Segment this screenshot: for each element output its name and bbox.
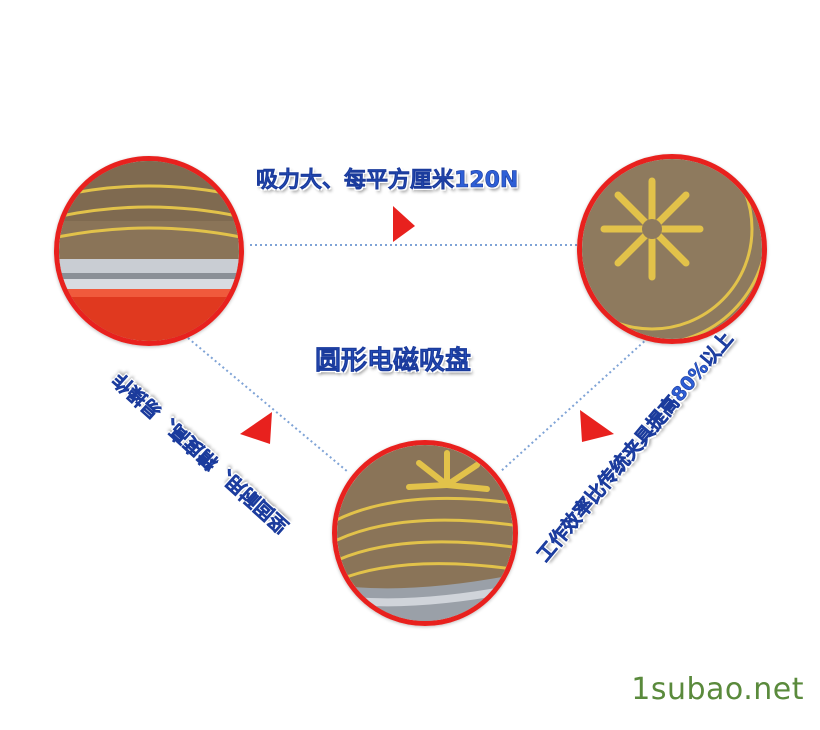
right-connector-line <box>499 337 649 473</box>
bottom-product-circle <box>332 440 518 626</box>
plate-edge-photo <box>59 161 239 341</box>
left-product-circle <box>54 156 244 346</box>
watermark: 1subao.net <box>631 672 804 707</box>
top-caption: 吸力大、每平方厘米120N <box>256 168 519 194</box>
plate-angle-photo <box>337 445 513 621</box>
plate-top-photo <box>582 159 762 339</box>
left-arrow-icon <box>240 412 272 444</box>
top-arrow-icon <box>393 206 415 242</box>
center-title: 圆形电磁吸盘 <box>315 346 472 377</box>
right-arrow-icon <box>580 410 614 442</box>
right-product-circle <box>577 154 767 344</box>
